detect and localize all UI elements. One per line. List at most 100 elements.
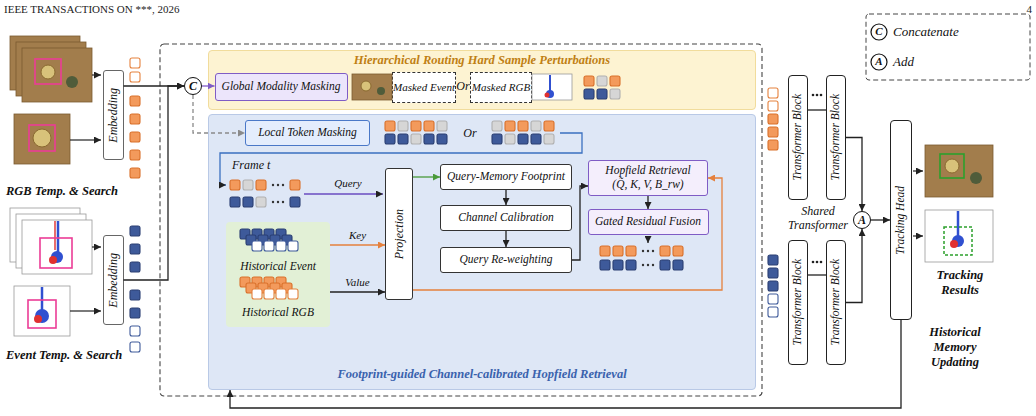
target-box (40, 238, 72, 268)
token (768, 101, 778, 111)
node-text: Transformer Block (791, 94, 805, 181)
ellipsis-dot (282, 184, 284, 186)
connector (505, 190, 506, 205)
token (531, 134, 541, 144)
target-box (35, 59, 61, 84)
token (673, 260, 683, 270)
memory-update-label: Historical Memory Updating (929, 325, 980, 369)
token (130, 308, 140, 318)
masked-box: Masked Event (392, 72, 456, 103)
ellipsis-dot (272, 184, 274, 186)
event-trace (54, 221, 55, 250)
token (768, 140, 778, 150)
token (130, 290, 140, 300)
legend-symbol-letter: C (875, 25, 882, 37)
token (256, 197, 266, 207)
token (130, 226, 140, 236)
token (544, 121, 554, 131)
ellipsis-dot (812, 261, 815, 264)
token (411, 134, 421, 144)
legend-symbol (871, 54, 887, 70)
running-header-box: IEEE TRANSACTIONS ON ***, 2026 (4, 3, 304, 16)
token (584, 76, 594, 86)
token (276, 289, 286, 299)
token (492, 134, 502, 144)
token (768, 307, 778, 317)
token (385, 121, 395, 131)
rgb-frame (22, 48, 92, 102)
token (276, 241, 286, 251)
running-header: IEEE TRANSACTIONS ON ***, 2026 (4, 3, 180, 15)
node-text: Embedding (106, 88, 120, 143)
token (768, 88, 778, 98)
connector (505, 231, 506, 247)
ellipsis-dot (277, 201, 279, 203)
connector (808, 109, 826, 110)
ellipsis-dot (642, 264, 644, 266)
event-blob (49, 256, 57, 264)
token (290, 180, 300, 190)
legend-entry: Add (893, 54, 914, 70)
token (130, 132, 140, 142)
event-trace (57, 221, 60, 252)
token (584, 89, 594, 99)
embedding-block: Embedding (103, 70, 124, 160)
token (264, 241, 274, 251)
token (424, 121, 434, 131)
token (437, 134, 447, 144)
frame-label-box: Frame t (232, 158, 292, 172)
node-text: Projection (392, 209, 406, 259)
node-text: Historical RGB (226, 306, 330, 320)
page-number-box: 4 (1012, 3, 1032, 16)
process-box: Hopfield Retrieval(Q̃, K, V, B_rw) (588, 160, 708, 196)
process-box: Local Token Masking (245, 120, 370, 146)
connector (330, 291, 385, 292)
legend-symbol (871, 24, 887, 40)
node-text: Query Re-weighting (460, 253, 553, 267)
token (492, 121, 502, 131)
token (437, 121, 447, 131)
or-label: Or (456, 79, 469, 93)
token (130, 96, 140, 106)
edge-label: Value (345, 276, 369, 288)
token (130, 244, 140, 254)
ellipsis-dot (282, 201, 284, 203)
token (544, 134, 554, 144)
concat-symbol: C (184, 77, 202, 95)
band-title: Footprint-guided Channel-calibrated Hopf… (209, 367, 755, 382)
target-box (29, 125, 55, 151)
token (256, 180, 266, 190)
event-frame (22, 220, 92, 274)
result-box (944, 227, 972, 255)
token (130, 168, 140, 178)
input-label: Event Temp. & Search (6, 348, 122, 362)
node-text: Masked RGB (472, 81, 530, 93)
module-band: Hierarchical Routing Hard Sample Perturb… (208, 50, 756, 110)
legend-symbol-letter: A (875, 55, 882, 67)
connector (572, 186, 588, 260)
arrow (70, 139, 101, 140)
token (600, 260, 610, 270)
module-frame (160, 44, 762, 396)
connector (846, 229, 862, 303)
node-text: Transformer Block (791, 259, 805, 346)
token (398, 121, 408, 131)
event-template (14, 286, 70, 336)
result-event (925, 210, 993, 262)
token (243, 197, 253, 207)
token (597, 89, 607, 99)
memory-update-label-box: Historical Memory Updating (918, 325, 992, 370)
connector (193, 95, 245, 133)
process-box: Channel Calibration (440, 205, 572, 231)
projection-block: Projection (385, 168, 413, 300)
arrow (913, 235, 923, 236)
query-label: Query (334, 177, 362, 189)
token (673, 246, 683, 256)
connector (871, 219, 890, 220)
connector (330, 244, 385, 245)
event-trace (41, 287, 44, 310)
token (768, 114, 778, 124)
token (130, 114, 140, 124)
ellipsis-dot (820, 261, 823, 264)
node-text: (Q̃, K, V, B_rw) (612, 178, 683, 192)
